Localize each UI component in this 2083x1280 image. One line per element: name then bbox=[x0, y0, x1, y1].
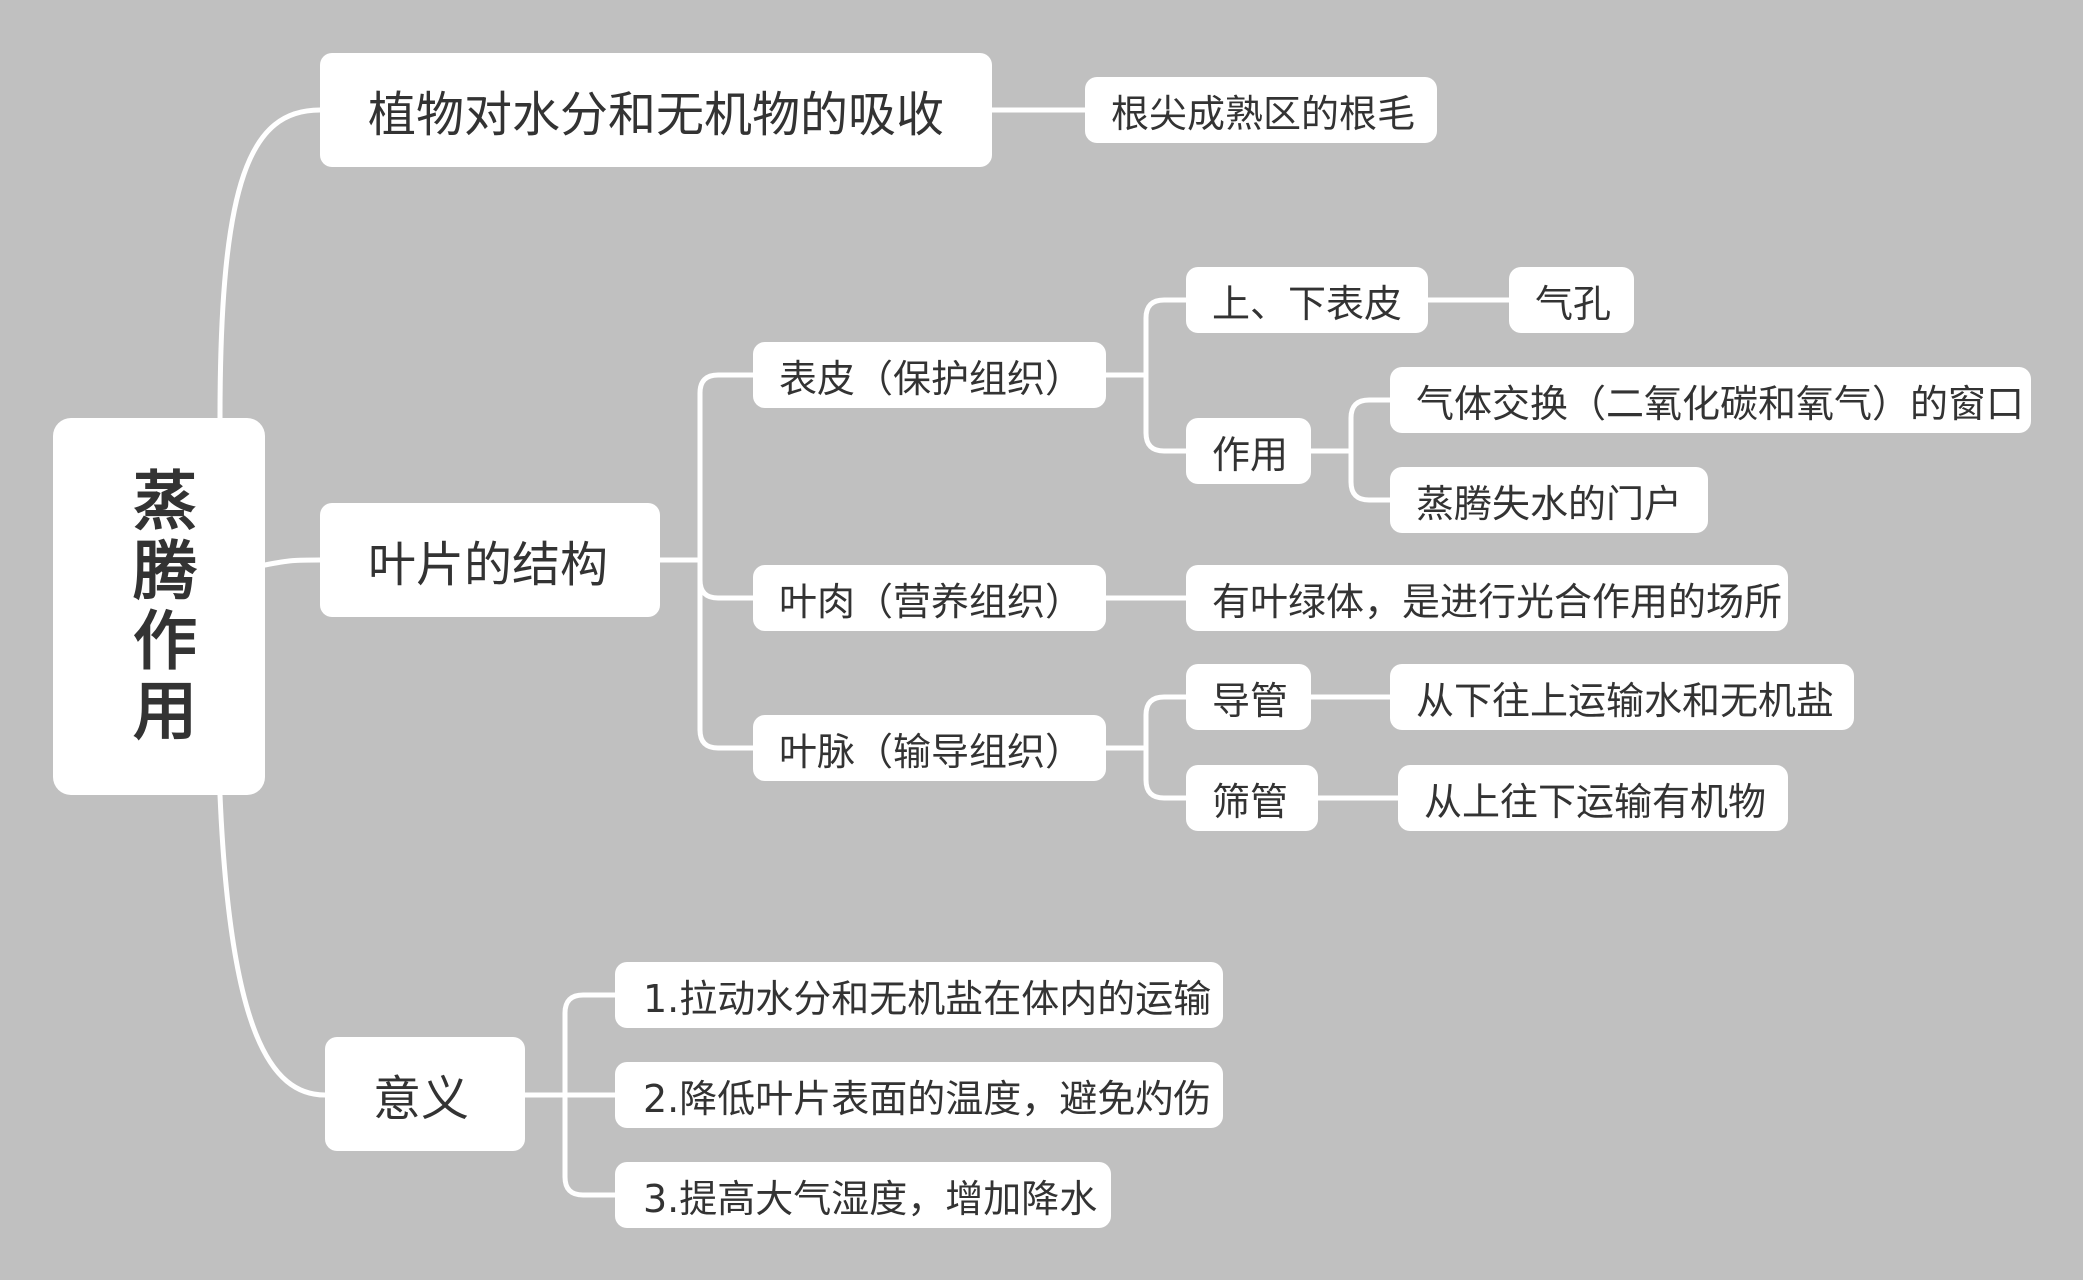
node-upper-lower-epidermis-label: 上、下表皮 bbox=[1212, 281, 1403, 326]
node-vein-label: 叶脉（输导组织） bbox=[779, 729, 1084, 774]
link-significance-1 bbox=[562, 992, 618, 1098]
node-transpiration-door-label: 蒸腾失水的门户 bbox=[1416, 481, 1683, 526]
node-significance-2[interactable]: 2.降低叶片表面的温度，避免灼伤 bbox=[615, 1062, 1223, 1128]
node-significance[interactable]: 意义 bbox=[325, 1037, 525, 1151]
link-leaf-epidermis bbox=[697, 372, 756, 563]
node-vessel-function-label: 从下往上运输水和无机盐 bbox=[1416, 678, 1835, 723]
node-root-hair[interactable]: 根尖成熟区的根毛 bbox=[1085, 77, 1437, 143]
link-root-significance bbox=[217, 792, 328, 1098]
node-significance-label: 意义 bbox=[373, 1071, 470, 1127]
node-epidermis[interactable]: 表皮（保护组织） bbox=[753, 342, 1106, 408]
node-root-hair-label: 根尖成熟区的根毛 bbox=[1111, 91, 1416, 136]
node-mesophyll[interactable]: 叶肉（营养组织） bbox=[753, 565, 1106, 631]
node-leaf-structure[interactable]: 叶片的结构 bbox=[320, 503, 660, 617]
node-sieve-label: 筛管 bbox=[1212, 779, 1289, 824]
link-epidermis-upper bbox=[1143, 297, 1189, 378]
node-sieve-function[interactable]: 从上往下运输有机物 bbox=[1398, 765, 1788, 831]
node-gas-exchange-window[interactable]: 气体交换（二氧化碳和氧气）的窗口 bbox=[1390, 367, 2031, 433]
node-vessel[interactable]: 导管 bbox=[1186, 664, 1311, 730]
node-significance-3-label: 3.提高大气湿度，增加降水 bbox=[643, 1176, 1098, 1221]
link-epidermis-function bbox=[1143, 372, 1189, 454]
node-chloroplast-label: 有叶绿体，是进行光合作用的场所 bbox=[1212, 579, 1783, 624]
link-root-absorption bbox=[217, 107, 323, 421]
link-root-leaf bbox=[262, 557, 323, 568]
node-transpiration-door[interactable]: 蒸腾失水的门户 bbox=[1390, 467, 1708, 533]
node-significance-2-label: 2.降低叶片表面的温度，避免灼伤 bbox=[643, 1076, 1212, 1121]
node-absorption-label: 植物对水分和无机物的吸收 bbox=[368, 87, 945, 143]
node-stomata[interactable]: 气孔 bbox=[1509, 267, 1634, 333]
node-absorption[interactable]: 植物对水分和无机物的吸收 bbox=[320, 53, 992, 167]
node-gas-exchange-window-label: 气体交换（二氧化碳和氧气）的窗口 bbox=[1416, 381, 2025, 426]
link-function-door bbox=[1348, 448, 1393, 503]
node-vessel-function[interactable]: 从下往上运输水和无机盐 bbox=[1390, 664, 1854, 730]
node-epidermis-label: 表皮（保护组织） bbox=[779, 356, 1084, 401]
node-function[interactable]: 作用 bbox=[1186, 418, 1311, 484]
link-leaf-vein bbox=[697, 557, 756, 751]
node-sieve[interactable]: 筛管 bbox=[1186, 765, 1318, 831]
node-function-label: 作用 bbox=[1212, 432, 1289, 477]
node-stomata-label: 气孔 bbox=[1535, 281, 1612, 326]
link-function-window bbox=[1348, 397, 1393, 454]
root-label: 蒸腾作用 bbox=[122, 466, 196, 747]
node-sieve-function-label: 从上往下运输有机物 bbox=[1424, 779, 1767, 824]
node-vein[interactable]: 叶脉（输导组织） bbox=[753, 715, 1106, 781]
node-upper-lower-epidermis[interactable]: 上、下表皮 bbox=[1186, 267, 1428, 333]
node-significance-1[interactable]: 1.拉动水分和无机盐在体内的运输 bbox=[615, 962, 1223, 1028]
node-chloroplast[interactable]: 有叶绿体，是进行光合作用的场所 bbox=[1186, 565, 1788, 631]
node-mesophyll-label: 叶肉（营养组织） bbox=[779, 579, 1084, 624]
link-leaf-mesophyll bbox=[697, 557, 756, 601]
root-node[interactable]: 蒸腾作用 bbox=[53, 418, 265, 795]
node-vessel-label: 导管 bbox=[1212, 678, 1289, 723]
link-vein-vessel bbox=[1143, 694, 1189, 751]
link-significance-3 bbox=[562, 1092, 618, 1198]
link-vein-sieve bbox=[1143, 745, 1189, 801]
node-significance-1-label: 1.拉动水分和无机盐在体内的运输 bbox=[643, 976, 1212, 1021]
node-significance-3[interactable]: 3.提高大气湿度，增加降水 bbox=[615, 1162, 1111, 1228]
node-leaf-structure-label: 叶片的结构 bbox=[368, 537, 609, 593]
